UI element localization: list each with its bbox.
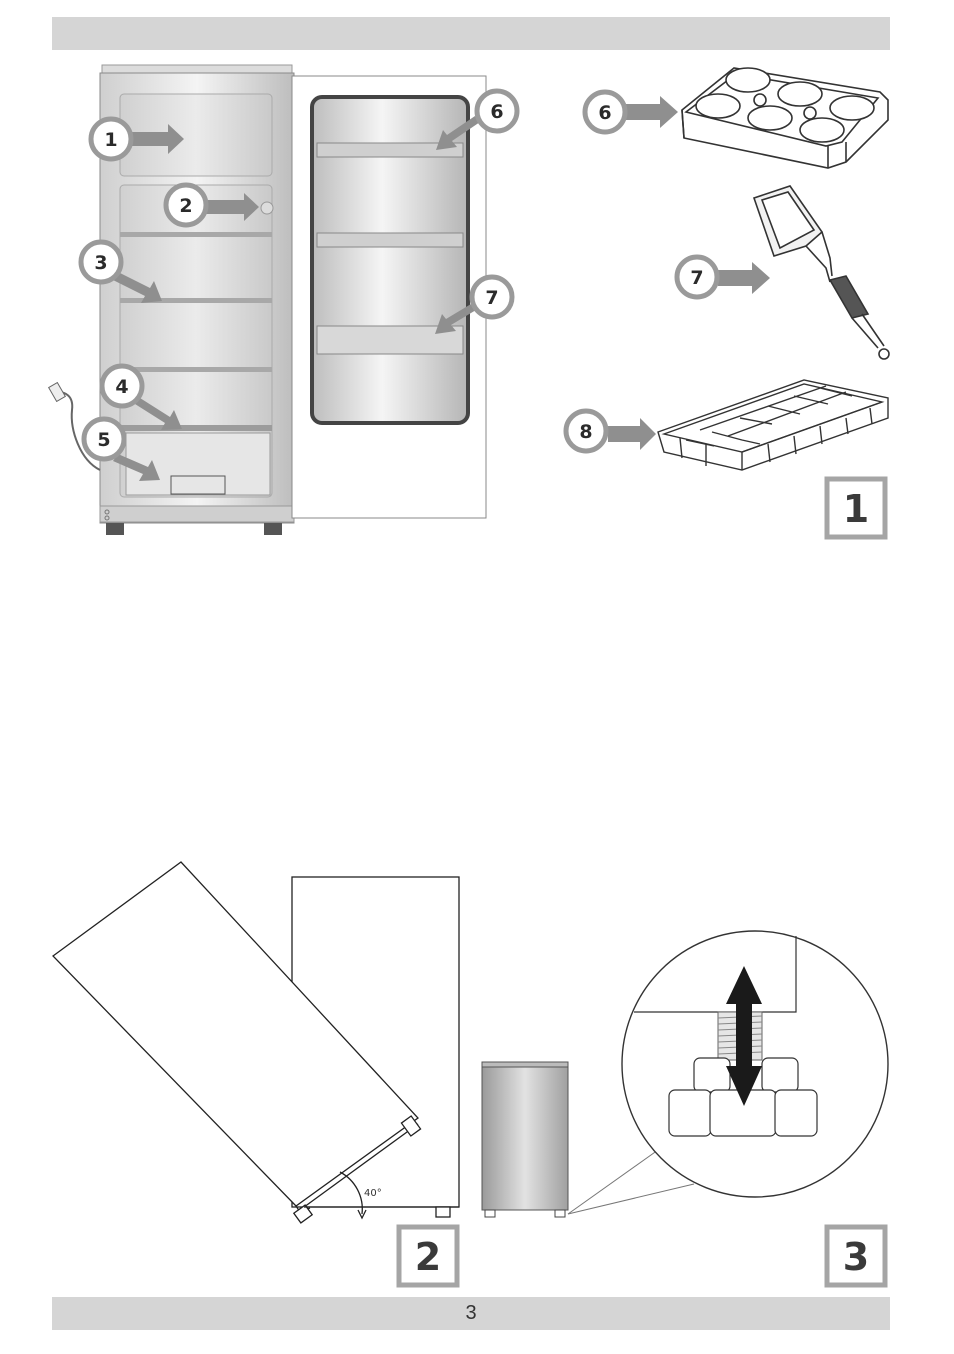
callout-2-label: 2 <box>179 195 192 217</box>
callout-2: 2 <box>166 185 206 225</box>
figure-2-box: 2 <box>399 1227 457 1285</box>
ice-tray-illustration <box>658 380 888 470</box>
callout-1-label: 1 <box>104 129 117 151</box>
ice-scoop-illustration <box>754 186 889 359</box>
small-fridge-illustration <box>482 1062 568 1217</box>
callout-8: 8 <box>566 411 606 451</box>
callout-7-door: 7 <box>472 277 512 317</box>
leveling-foot-detail <box>622 931 888 1197</box>
figure-3-label: 3 <box>843 1235 869 1279</box>
callout-6-accessory: 6 <box>585 92 625 132</box>
callout-3-label: 3 <box>94 252 107 274</box>
callout-4: 4 <box>102 366 142 406</box>
figure-1-label: 1 <box>843 487 869 531</box>
tilt-angle-label: 40° <box>364 1188 382 1199</box>
callout-7-door-label: 7 <box>485 287 498 309</box>
page-number: 3 <box>465 1302 476 1324</box>
figure-1-box: 1 <box>827 479 885 537</box>
footer-bar: 3 <box>52 1297 890 1330</box>
figure-3-box: 3 <box>827 1227 885 1285</box>
callout-7-accessory: 7 <box>677 257 717 297</box>
callout-5: 5 <box>84 419 124 459</box>
callout-7-accessory-label: 7 <box>690 267 703 289</box>
callout-1: 1 <box>91 119 131 159</box>
callout-4-label: 4 <box>115 376 128 398</box>
callout-6-door: 6 <box>477 91 517 131</box>
callout-8-label: 8 <box>579 421 592 443</box>
callout-6-accessory-label: 6 <box>598 102 611 124</box>
egg-tray-illustration <box>682 68 888 168</box>
callout-6-door-label: 6 <box>490 101 503 123</box>
figure-2-label: 2 <box>415 1235 441 1279</box>
callout-5-label: 5 <box>97 429 110 451</box>
callout-3: 3 <box>81 242 121 282</box>
tilt-illustration <box>53 862 459 1223</box>
